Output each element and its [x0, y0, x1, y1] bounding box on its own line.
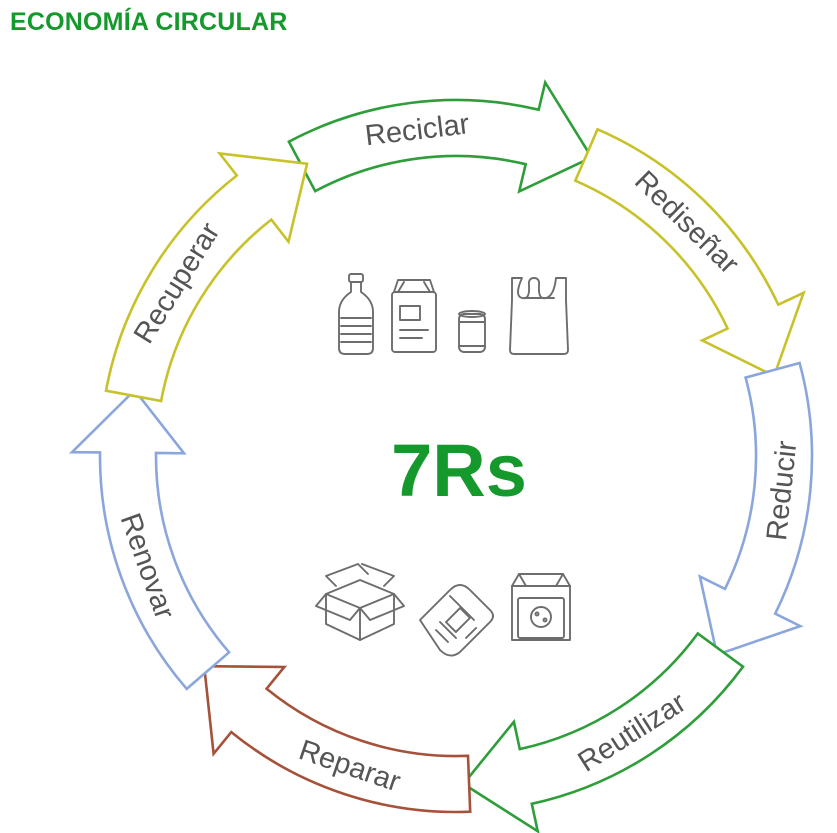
arrow-reparar [202, 664, 472, 814]
page-title: ECONOMÍA CIRCULAR [10, 8, 288, 36]
arrow-recuperar [104, 151, 309, 403]
newspaper-icon [419, 584, 494, 657]
food-bag-icon [511, 573, 571, 641]
water-bottle-icon [338, 273, 374, 355]
arrow-redisenar [573, 127, 806, 378]
center-title: 7Rs [391, 429, 527, 512]
can-icon [458, 310, 486, 353]
milk-carton-icon [391, 279, 437, 353]
plastic-bag-icon [509, 277, 569, 355]
cardboard-box-icon [315, 563, 405, 641]
